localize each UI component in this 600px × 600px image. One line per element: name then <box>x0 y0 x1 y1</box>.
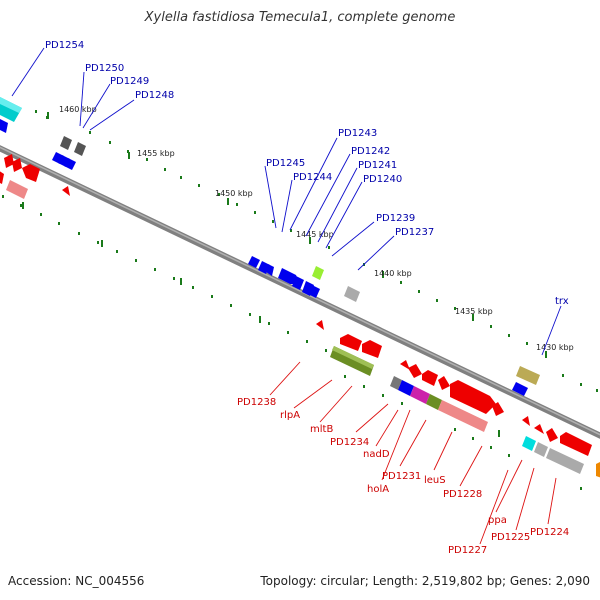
gene-feature[interactable] <box>340 334 362 351</box>
gene-feature[interactable] <box>422 370 438 386</box>
gene-feature[interactable] <box>64 158 76 170</box>
gene-feature[interactable] <box>248 256 260 268</box>
gene-label-pd1241[interactable]: PD1241 <box>358 160 397 171</box>
gene-feature[interactable] <box>390 376 402 390</box>
gene-feature[interactable] <box>266 264 274 276</box>
gene-feature[interactable] <box>0 118 8 133</box>
gene-label-pd1242[interactable]: PD1242 <box>351 146 390 157</box>
gene-feature[interactable] <box>522 436 536 451</box>
gene-feature[interactable] <box>534 424 544 434</box>
gene-label-leus[interactable]: leuS <box>424 475 446 486</box>
gene-feature[interactable] <box>62 186 70 196</box>
scale-label: 1455 kbp <box>137 149 175 158</box>
gene-label-pd1227[interactable]: PD1227 <box>448 545 487 556</box>
genome-backbone <box>0 145 600 439</box>
gene-feature[interactable] <box>546 448 584 474</box>
gene-feature[interactable] <box>438 400 488 432</box>
gene-label-pd1244[interactable]: PD1244 <box>293 172 332 183</box>
gene-feature[interactable] <box>312 266 324 280</box>
scale-track-lower <box>2 195 582 490</box>
gene-feature[interactable] <box>344 286 360 302</box>
gene-label-pd1250[interactable]: PD1250 <box>85 63 124 74</box>
gene-feature[interactable] <box>410 386 430 404</box>
reverse-leader-lines <box>269 361 557 545</box>
scale-label: 1440 kbp <box>374 269 412 278</box>
forward-strand-features <box>0 97 540 396</box>
gene-label-pd1224[interactable]: PD1224 <box>530 527 569 538</box>
gene-feature[interactable] <box>6 180 28 199</box>
gene-feature[interactable] <box>316 320 324 330</box>
gene-feature[interactable] <box>292 276 304 290</box>
gene-label-pd1248[interactable]: PD1248 <box>135 90 174 101</box>
gene-label-pd1238[interactable]: PD1238 <box>237 397 276 408</box>
scale-label: 1460 kbp <box>59 105 97 114</box>
gene-label-pd1225[interactable]: PD1225 <box>491 532 530 543</box>
gene-label-pd1249[interactable]: PD1249 <box>110 76 149 87</box>
scale-track-upper <box>2 99 598 392</box>
gene-label-pd1228[interactable]: PD1228 <box>443 489 482 500</box>
reverse-strand-features <box>0 154 600 478</box>
gene-feature[interactable] <box>512 382 528 396</box>
genome-summary: Topology: circular; Length: 2,519,802 bp… <box>260 574 590 588</box>
gene-feature[interactable] <box>308 285 320 298</box>
gene-label-pd1239[interactable]: PD1239 <box>376 213 415 224</box>
gene-label-pd1243[interactable]: PD1243 <box>338 128 377 139</box>
gene-label-pd1231[interactable]: PD1231 <box>382 471 421 482</box>
gene-feature[interactable] <box>534 442 548 457</box>
gene-feature[interactable] <box>438 376 450 390</box>
gene-feature[interactable] <box>398 380 414 396</box>
scale-label: 1445 kbp <box>296 230 334 239</box>
gene-label-hola[interactable]: holA <box>367 484 389 495</box>
gene-feature[interactable] <box>408 364 422 378</box>
gene-label-pd1237[interactable]: PD1237 <box>395 227 434 238</box>
gene-label-mltb[interactable]: mltB <box>310 424 333 435</box>
map-title: Xylella fastidiosa Temecula1, complete g… <box>144 10 456 25</box>
gene-label-pd1240[interactable]: PD1240 <box>363 174 402 185</box>
gene-feature[interactable] <box>522 416 530 426</box>
scale-label: 1430 kbp <box>536 343 574 352</box>
gene-label-ppa[interactable]: ppa <box>488 515 507 526</box>
gene-feature[interactable] <box>60 136 72 150</box>
gene-feature[interactable] <box>400 360 410 370</box>
gene-label-pd1245[interactable]: PD1245 <box>266 158 305 169</box>
gene-feature[interactable] <box>492 402 504 416</box>
forward-leader-lines <box>11 47 562 356</box>
gene-feature[interactable] <box>546 428 558 442</box>
gene-label-pd1234[interactable]: PD1234 <box>330 437 369 448</box>
gene-label-rlpa[interactable]: rlpA <box>280 410 300 421</box>
gene-feature[interactable] <box>426 394 442 410</box>
gene-label-nadd[interactable]: nadD <box>363 449 390 460</box>
gene-feature[interactable] <box>0 170 4 184</box>
gene-feature[interactable] <box>450 380 496 414</box>
accession-label: Accession: NC_004556 <box>8 574 145 588</box>
gene-feature[interactable] <box>596 461 600 478</box>
scale-label: 1435 kbp <box>455 307 493 316</box>
gene-label-trx[interactable]: trx <box>555 296 569 307</box>
gene-feature[interactable] <box>12 158 22 172</box>
gene-feature[interactable] <box>362 340 382 358</box>
gene-label-pd1254[interactable]: PD1254 <box>45 40 84 51</box>
gene-feature[interactable] <box>74 142 86 156</box>
gene-feature[interactable] <box>4 154 14 168</box>
gene-feature[interactable] <box>516 366 540 385</box>
gene-feature[interactable] <box>560 432 592 456</box>
scale-label: 1450 kbp <box>215 189 253 198</box>
gene-feature[interactable] <box>22 164 40 182</box>
